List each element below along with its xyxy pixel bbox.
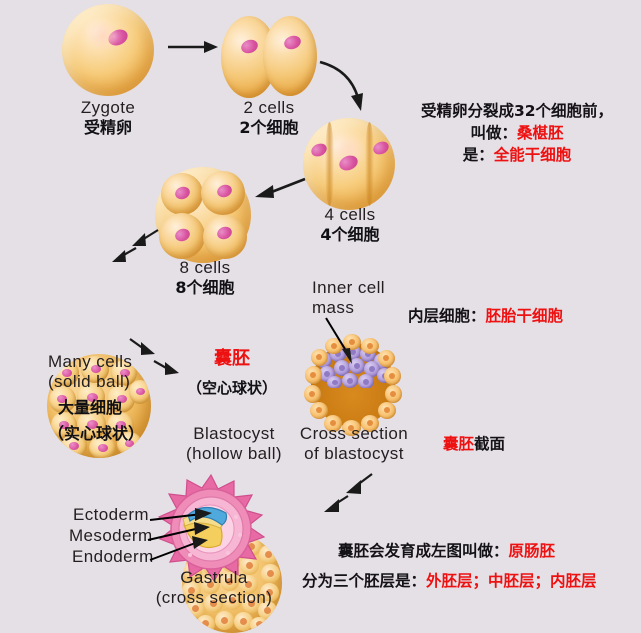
four-cells-label-cn: 4个细胞: [320, 225, 380, 244]
morula-note-line-1: 受精卵分裂成32个细胞前，: [420, 102, 614, 120]
cross-section-note-red: 囊胚: [443, 435, 475, 453]
eight-cells-image: [155, 167, 251, 263]
inner-cell-mass-label-2: mass: [312, 298, 355, 317]
blastocyst-label-en-1: Blastocyst: [193, 424, 275, 443]
gastrula-note-line-1: 囊胚会发育成左图叫做：原肠胚: [302, 540, 638, 562]
two-cells-label-en: 2 cells: [243, 98, 295, 117]
inner-cell-annotation-note: 内层细胞：胚胎干细胞: [408, 305, 563, 327]
gastrula-label-en-2: (cross section): [155, 588, 273, 607]
morula-annotation-note: 受精卵分裂成32个细胞前， 叫做：桑椹胚 是：全能干细胞: [398, 100, 636, 166]
cross-section-note-suffix: 截面: [474, 435, 506, 453]
gastrula-note-line2-prefix: 分为三个胚层是：: [302, 572, 427, 590]
gastrula-annotation-note: 囊胚会发育成左图叫做：原肠胚 分为三个胚层是：外胚层；中胚层；内胚层: [302, 540, 638, 592]
inner-cell-note-prefix: 内层细胞：: [408, 307, 486, 325]
blastocyst-cross-section-image: [302, 334, 404, 436]
two-cells-label-cn: 2个细胞: [239, 118, 299, 137]
morula-note-line3-red: 全能干细胞: [493, 146, 572, 164]
many-cells-label-cn-2: （实心球状）: [48, 424, 145, 443]
zygote-highlight: [86, 22, 120, 50]
two-cells-blastomere-right: [263, 16, 317, 96]
four-cells-label-group: 4 cells 4个细胞: [288, 205, 412, 245]
blastocyst-overlay-sublabel: （空心球状）: [186, 379, 277, 397]
blastocyst-overlay-label: 囊胚: [214, 348, 250, 369]
inner-cell-mass-label-1: Inner cell: [312, 278, 385, 297]
gastrula-note-line1-prefix: 囊胚会发育成左图叫做：: [338, 542, 509, 560]
morula-note-line-3: 是：全能干细胞: [398, 144, 636, 166]
eight-cells-label-en: 8 cells: [179, 258, 231, 277]
many-cells-label-group: Many cells (solid ball) 大量细胞 （实心球状）: [48, 352, 178, 444]
morula-note-line2-red: 桑椹胚: [517, 124, 564, 142]
gastrula-label-en-1: Gastrula: [180, 568, 248, 587]
leader-arrow-inner-cell-mass: [325, 317, 352, 364]
arrow-2cells-to-4cells: [319, 60, 363, 111]
zygote-label-group: Zygote 受精卵: [48, 98, 168, 138]
four-cells-image: [303, 118, 395, 210]
two-cells-label-group: 2 cells 2个细胞: [205, 98, 333, 138]
gastrula-ectoderm-label: Ectoderm: [73, 505, 149, 524]
morula-note-line3-prefix: 是：: [462, 146, 494, 164]
arrow-8cells-to-manycells: [112, 229, 159, 262]
gastrula-mesoderm-label: Mesoderm: [69, 526, 153, 545]
arrow-blastocyst-to-gastrula: [324, 473, 373, 512]
arrow-4cells-to-8cells: [255, 177, 306, 198]
inner-cell-note-line: 内层细胞：胚胎干细胞: [408, 305, 563, 327]
gastrula-note-line1-red: 原肠胚: [508, 542, 556, 560]
two-cells-image: [221, 14, 317, 100]
cross-section-annotation-note: 囊胚截面: [443, 433, 505, 455]
inner-cell-note-red: 胚胎干细胞: [485, 307, 564, 325]
many-cells-label-cn-1: 大量细胞: [58, 398, 123, 417]
gastrula-note-line-2: 分为三个胚层是：外胚层；中胚层；内胚层: [302, 570, 638, 592]
leader-arrows-gastrula-layers: [147, 508, 212, 561]
many-cells-label-en-2: (solid ball): [48, 372, 131, 391]
arrow-manycells-to-blastocyst: [129, 338, 179, 375]
cross-section-note-line: 囊胚截面: [443, 433, 505, 455]
zygote-label-cn: 受精卵: [83, 118, 132, 137]
cross-section-label-group: Cross section of blastocyst: [290, 424, 418, 464]
gastrula-endoderm-label: Endoderm: [72, 547, 154, 566]
zygote-label-en: Zygote: [80, 98, 136, 117]
morula-note-line-2: 叫做：桑椹胚: [398, 122, 636, 144]
blastocyst-overlay-cn-sub: （空心球状）: [167, 378, 297, 398]
four-cells-label-en: 4 cells: [324, 205, 376, 224]
morula-image: [47, 354, 151, 458]
zygote-cell-image: [62, 4, 154, 96]
arrow-zygote-to-2cells: [168, 41, 218, 53]
blastocyst-overlay-cn: 囊胚: [182, 349, 282, 369]
eight-cells-label-group: 8 cells 8个细胞: [145, 258, 265, 298]
blastocyst-label-en-2: (hollow ball): [186, 444, 282, 463]
gastrula-note-line2-red: 外胚层；中胚层；内胚层: [426, 572, 597, 590]
many-cells-label-en-1: Many cells: [48, 352, 133, 371]
blastocyst-label-group: Blastocyst (hollow ball): [174, 424, 294, 464]
morula-note-line2-prefix: 叫做：: [470, 124, 517, 142]
eight-cells-label-cn: 8个细胞: [175, 278, 235, 297]
four-cells-cleft-left: [325, 122, 334, 206]
cross-section-label-en-1: Cross section: [299, 424, 409, 443]
gastrula-label-group: Gastrula (cross section): [146, 568, 282, 608]
cross-section-label-en-2: of blastocyst: [304, 444, 404, 463]
four-cells-cleft-right: [365, 122, 374, 206]
inner-cell-mass-callout: Inner cell mass: [312, 278, 385, 318]
